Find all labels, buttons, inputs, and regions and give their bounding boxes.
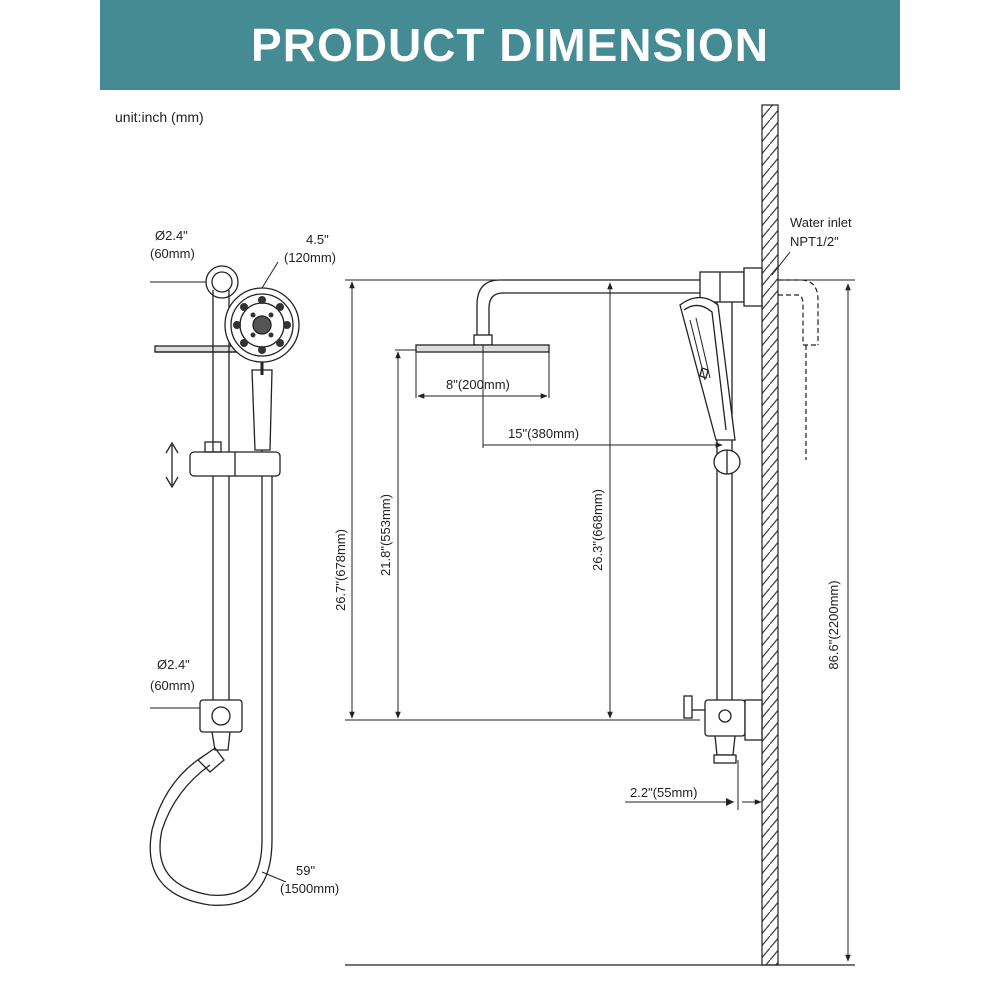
rain-head-width-label: 8"(200mm) [446,377,510,392]
lower-bracket [150,699,243,773]
page-title: PRODUCT DIMENSION [251,19,769,71]
wall-offset-label: 2.2"(55mm) [630,785,697,800]
side-view [149,261,300,906]
handheld-dia-mm-label: (120mm) [284,250,336,265]
top-bracket-dia-mm-label: (60mm) [150,246,195,261]
header-banner: PRODUCT DIMENSION [100,0,900,90]
hose-length-label: 59" [296,863,315,878]
water-inlet-thread-label: NPT1/2" [790,234,839,249]
unit-note: unit:inch (mm) [115,109,204,125]
hose [149,450,273,906]
shower-arm [473,279,700,346]
total-rail-height-label: 26.7"(678mm) [333,529,348,611]
handheld-dia-label: 4.5" [306,232,329,247]
front-view [415,267,819,764]
side-view-labels: Ø2.4" (60mm) 4.5" (120mm) Ø2.4" (60mm) 5… [150,228,339,896]
hose-length-mm-label: (1500mm) [280,881,339,896]
handheld-shower [679,296,741,475]
lower-bracket-dia-label: Ø2.4" [157,657,190,672]
arm-reach-label: 15"(380mm) [508,426,579,441]
top-connector [699,267,763,307]
slide-rail [212,290,230,700]
floor-to-inlet-label: 86.6"(2200mm) [826,580,841,669]
diverter-valve [683,695,763,764]
rain-head-side [154,345,241,353]
inlet-elbow [778,279,819,460]
adjust-arrow-icon [165,441,179,489]
wall [761,104,779,966]
dimension-lines [345,251,855,962]
top-bracket-dia-label: Ø2.4" [155,228,188,243]
head-to-valve-label: 21.8"(553mm) [378,494,393,576]
top-bracket [150,265,239,299]
handheld-shower-side [224,287,300,451]
arm-to-valve-label: 26.3"(668mm) [590,489,605,571]
front-view-labels: Water inlet NPT1/2" 8"(200mm) 15"(380mm)… [333,215,852,800]
water-inlet-label: Water inlet [790,215,852,230]
lower-bracket-dia-mm-label: (60mm) [150,678,195,693]
slider-clamp [189,441,281,477]
